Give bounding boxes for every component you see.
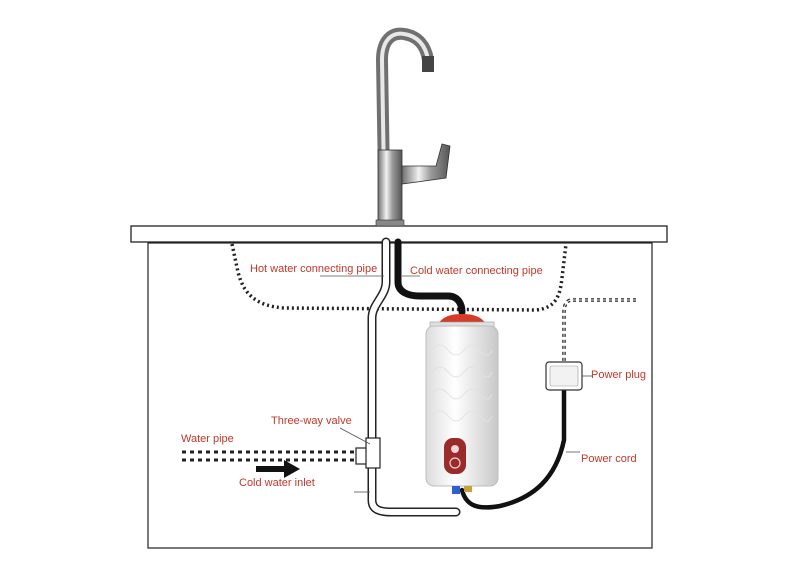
cold-water-pipe [394, 238, 466, 316]
faucet-base [375, 219, 405, 227]
heater-knob-icon [449, 457, 461, 469]
heater-control-panel [444, 438, 466, 474]
heater-cold-inlet-fitting [452, 486, 460, 494]
heater-pattern [431, 344, 493, 422]
cold-inlet-arrow-icon [256, 460, 300, 478]
heater-cord-fitting [464, 486, 472, 492]
label-three-way-valve: Three-way valve [271, 415, 352, 427]
heater-display-icon [451, 445, 459, 453]
label-cold-water-pipe: Cold water connecting pipe [410, 265, 543, 277]
faucet-nozzle [422, 56, 434, 72]
faucet-handle [401, 143, 451, 185]
three-way-valve [355, 437, 381, 469]
label-power-cord: Power cord [581, 453, 637, 465]
leader-lines [320, 275, 592, 493]
faucet [375, 27, 451, 227]
power-plug [545, 361, 583, 391]
label-power-plug: Power plug [591, 369, 647, 381]
label-hot-water-pipe: Hot water connecting pipe [250, 263, 378, 275]
power-cord-line [459, 387, 567, 510]
heater-body [425, 325, 499, 487]
label-water-pipe: Water pipe [181, 433, 234, 445]
label-cold-water-inlet: Cold water inlet [239, 477, 315, 489]
water-heater [425, 314, 499, 494]
leader-valve [339, 427, 371, 445]
faucet-body [377, 149, 403, 227]
